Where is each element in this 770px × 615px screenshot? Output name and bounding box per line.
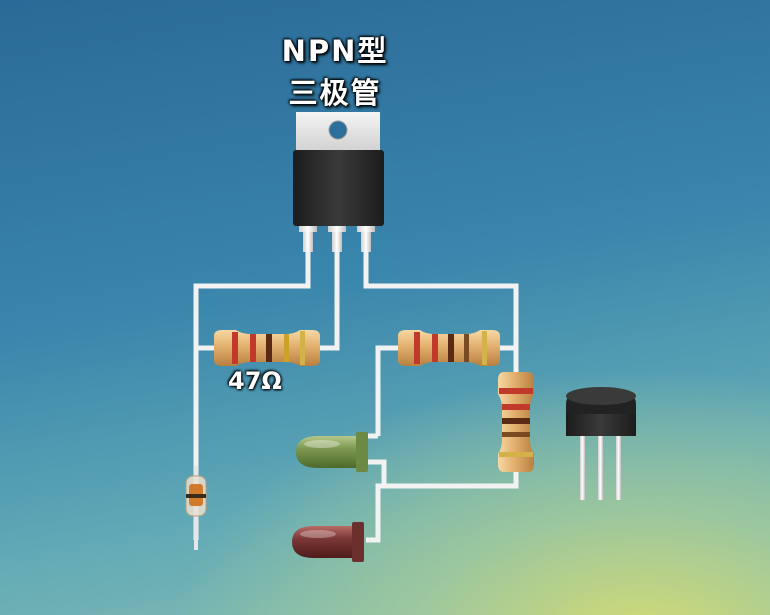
- wire-r2-left: [375, 345, 398, 436]
- wire-r3-bottom: [384, 466, 519, 489]
- wire-collector: [318, 250, 340, 351]
- led-green: [296, 432, 368, 472]
- wires: [193, 250, 519, 543]
- transistor-body: [293, 150, 384, 226]
- led-red: [292, 522, 364, 562]
- component-title-line2: 三极管: [288, 76, 382, 110]
- transistor-pin-left: [303, 222, 313, 252]
- resistor-47-ohm: [214, 330, 320, 366]
- transistor-pin-right: [361, 222, 371, 252]
- diode: [185, 466, 207, 550]
- component-title-line1: NPN型: [281, 34, 389, 68]
- wire-led-junction: [366, 459, 387, 543]
- to92-sensor: [566, 387, 636, 500]
- wire-emitter: [363, 250, 519, 372]
- transistor-mount-hole: [328, 120, 348, 140]
- resistor-vertical: [498, 372, 534, 472]
- wire-base: [193, 250, 311, 540]
- resistor-top-right: [398, 330, 500, 366]
- resistor-value-label: 47Ω: [228, 367, 282, 395]
- npn-transistor: [293, 112, 384, 252]
- transistor-pin-middle: [332, 222, 342, 252]
